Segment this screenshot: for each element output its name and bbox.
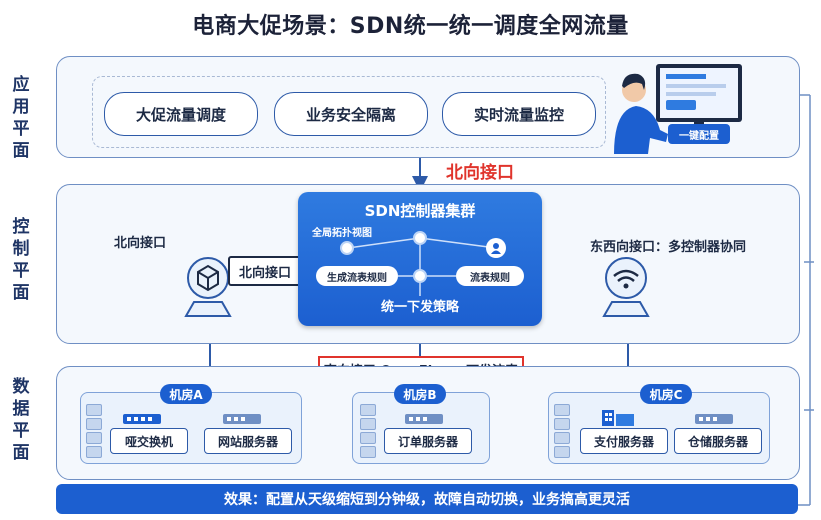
service-realtime-monitoring[interactable]: 实时流量监控 xyxy=(442,92,596,136)
northbound-left-label: 北向接口 xyxy=(114,236,167,251)
sdn-controller-cluster: SDN控制器集群 全局拓扑视图 生成流表规则 流表规则 统一下发策略 xyxy=(298,192,542,326)
effect-footer: 效果：配置从天级缩短到分钟级，故障自动切换，业务搞高更灵活 xyxy=(56,484,798,514)
warehouse-server[interactable]: 仓储服务器 xyxy=(674,428,762,454)
central-node xyxy=(413,231,427,245)
northbound-interface-button[interactable]: 北向接口 xyxy=(228,256,302,286)
topology-node xyxy=(340,241,354,255)
unified-policy-label: 统一下发策略 xyxy=(380,300,459,315)
web-server[interactable]: 网站服务器 xyxy=(204,428,292,454)
service-security-isolation[interactable]: 业务安全隔离 xyxy=(274,92,428,136)
router-icon xyxy=(184,257,232,317)
server-icon xyxy=(223,414,261,424)
app-services-group xyxy=(92,76,606,148)
data-plane-label: 数 据 平 面 xyxy=(12,377,30,463)
generate-flow-rules-pill[interactable]: 生成流表规则 xyxy=(316,266,398,286)
order-server[interactable]: 订单服务器 xyxy=(384,428,472,454)
cluster-title: SDN控制器集群 xyxy=(364,202,476,220)
server-icon xyxy=(405,414,443,424)
topology-label: 全局拓扑视图 xyxy=(312,228,372,239)
room-a-rack xyxy=(86,404,102,458)
northbound-interface-label: 北向接口 xyxy=(446,163,514,183)
middle-node xyxy=(413,269,427,283)
room-c-rack xyxy=(554,404,570,458)
room-a-tag: 机房A xyxy=(160,384,212,404)
server-icon xyxy=(695,414,733,424)
service-traffic-scheduling[interactable]: 大促流量调度 xyxy=(104,92,258,136)
page-title: 电商大促场景：SDN统一统一调度全网流量 xyxy=(192,14,629,39)
dumb-switch[interactable]: 哑交换机 xyxy=(110,428,188,454)
app-plane-label: 应 用 平 面 xyxy=(12,75,30,161)
room-b-tag: 机房B xyxy=(394,384,446,404)
building-icon xyxy=(602,410,634,426)
one-click-deploy-button[interactable]: 一键配置 xyxy=(668,124,730,144)
flow-rules-pill[interactable]: 流表规则 xyxy=(456,266,524,286)
room-c-tag: 机房C xyxy=(640,384,692,404)
control-plane-label: 控 制 平 面 xyxy=(12,217,30,303)
east-west-interface-label: 东西向接口：多控制器协同 xyxy=(590,240,747,255)
room-b-rack xyxy=(360,404,376,458)
payment-server[interactable]: 支付服务器 xyxy=(580,428,668,454)
wifi-router-icon xyxy=(602,257,650,317)
person-at-computer-icon xyxy=(614,64,742,154)
user-icon xyxy=(486,238,506,258)
switch-icon xyxy=(123,414,161,424)
